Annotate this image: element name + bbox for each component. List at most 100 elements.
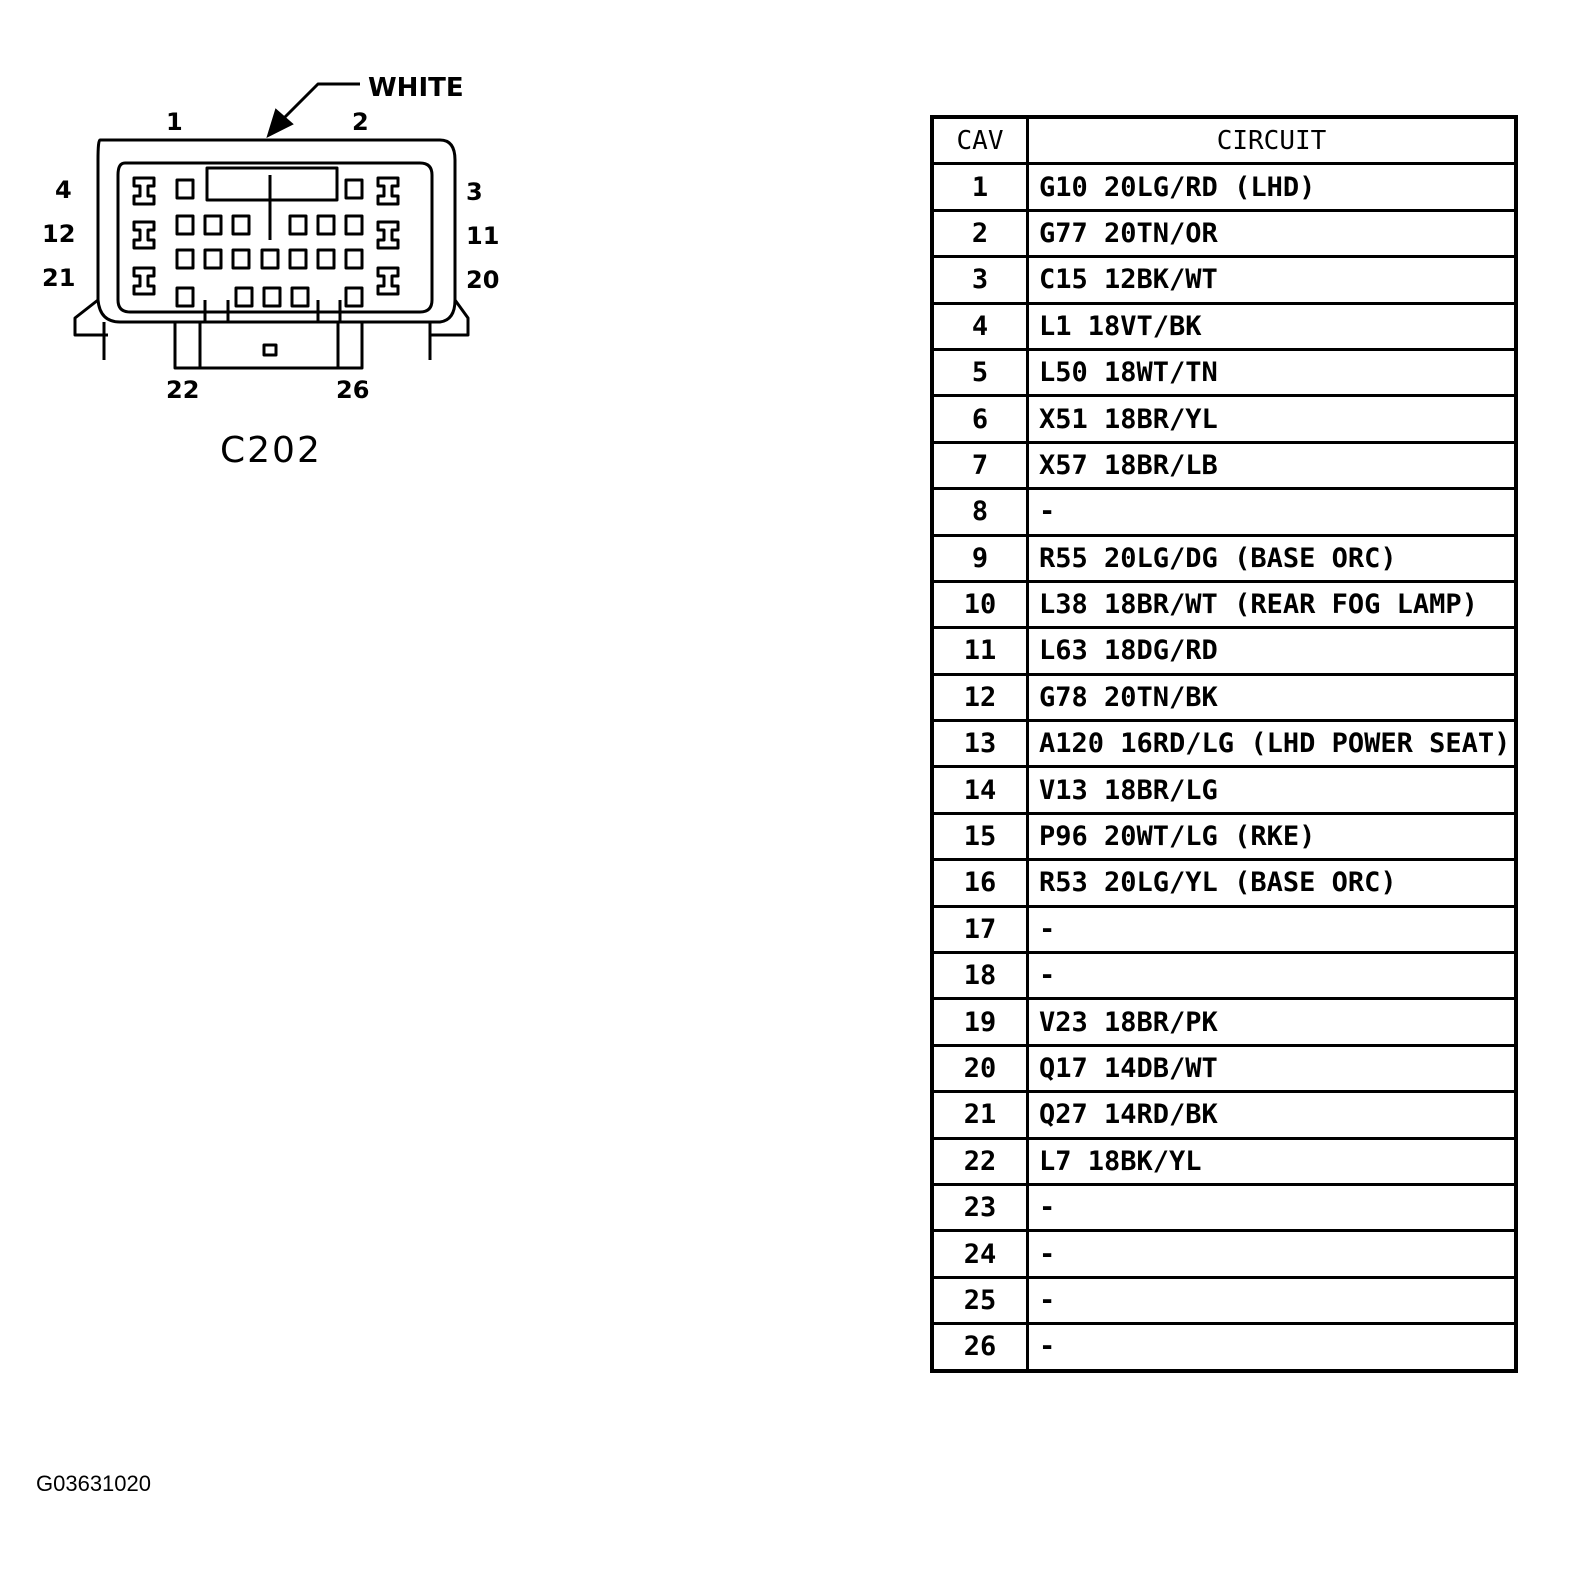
key-slot: [205, 166, 339, 202]
cavity: [175, 178, 195, 200]
cav-cell: 26: [930, 1322, 1029, 1373]
circuit-cell: Q27 14RD/BK: [1026, 1090, 1518, 1140]
circuit-cell: G10 20LG/RD (LHD): [1026, 162, 1518, 212]
cavity: [203, 214, 223, 236]
cavity: [132, 266, 156, 296]
circuit-cell: -: [1026, 1275, 1518, 1326]
right-mounting-ear: [430, 299, 470, 337]
circuit-cell: P96 20WT/LG (RKE): [1026, 811, 1518, 862]
pin-label-22: 22: [166, 376, 199, 404]
table-row: 8-: [930, 487, 1518, 537]
cavity: [132, 220, 156, 250]
cavity: [316, 248, 336, 270]
circuit-cell: G77 20TN/OR: [1026, 208, 1518, 259]
table-row: 18-: [930, 951, 1518, 1001]
cav-cell: 25: [930, 1275, 1029, 1326]
cav-cell: 3: [930, 255, 1029, 305]
cav-cell: 24: [930, 1229, 1029, 1279]
cavity: [175, 248, 195, 270]
cav-cell: 4: [930, 301, 1029, 351]
cavity: [260, 248, 280, 270]
cavity: [175, 214, 195, 236]
circuit-cell: -: [1026, 487, 1518, 537]
table-row: 25-: [930, 1275, 1518, 1326]
cavity: [231, 214, 251, 236]
cav-cell: 8: [930, 487, 1029, 537]
circuit-cell: G78 20TN/BK: [1026, 672, 1518, 723]
table-header-row: CAV CIRCUIT: [930, 115, 1518, 166]
table-row: 17-: [930, 904, 1518, 955]
cavity: [288, 214, 308, 236]
circuit-cell: -: [1026, 904, 1518, 955]
left-mounting-ear: [73, 298, 108, 337]
cav-cell: 11: [930, 626, 1029, 676]
cavity: [376, 176, 400, 206]
cavity: [203, 248, 223, 270]
cavity: [376, 220, 400, 250]
table-row: 24-: [930, 1229, 1518, 1279]
connector-housing: [96, 138, 457, 324]
circuit-cell: A120 16RD/LG (LHD POWER SEAT): [1026, 719, 1518, 769]
cav-cell: 15: [930, 811, 1029, 862]
cav-cell: 1: [930, 162, 1029, 212]
circuit-cell: V23 18BR/PK: [1026, 997, 1518, 1047]
cavity: [344, 214, 364, 236]
cav-cell: 18: [930, 951, 1029, 1001]
cav-cell: 9: [930, 533, 1029, 583]
pin-label-26: 26: [336, 376, 369, 404]
circuit-cell: -: [1026, 951, 1518, 1001]
cavity: [376, 266, 400, 296]
circuit-column-header: CIRCUIT: [1026, 115, 1518, 166]
circuit-cell: L7 18BK/YL: [1026, 1136, 1518, 1186]
cavity: [316, 214, 336, 236]
circuit-cell: L38 18BR/WT (REAR FOG LAMP): [1026, 579, 1518, 630]
pin-label-21: 21: [42, 264, 75, 292]
cav-cell: 12: [930, 672, 1029, 723]
circuit-cell: -: [1026, 1229, 1518, 1279]
cav-column-header: CAV: [930, 115, 1029, 166]
cavity: [132, 176, 156, 206]
cavity: [234, 286, 254, 308]
circuit-cell: V13 18BR/LG: [1026, 765, 1518, 815]
circuit-cell: C15 12BK/WT: [1026, 255, 1518, 305]
cavity: [262, 286, 282, 308]
circuit-cell: R55 20LG/DG (BASE ORC): [1026, 533, 1518, 583]
pin-label-3: 3: [466, 178, 483, 206]
cav-cell: 13: [930, 719, 1029, 769]
pin-label-12: 12: [42, 220, 75, 248]
cavity: [288, 248, 308, 270]
pin-label-20: 20: [466, 266, 499, 294]
pin-label-1: 1: [166, 108, 183, 136]
cav-cell: 10: [930, 579, 1029, 630]
cavity: [231, 248, 251, 270]
circuit-cell: L63 18DG/RD: [1026, 626, 1518, 676]
callout-arrowhead: [266, 108, 294, 138]
white-callout-leader: [280, 82, 360, 122]
cav-cell: 14: [930, 765, 1029, 815]
pin-label-2: 2: [352, 108, 369, 136]
cavity: [290, 286, 310, 308]
figure-id: G03631020: [36, 1471, 151, 1496]
table-row: 26-: [930, 1322, 1518, 1373]
connector-name: C202: [220, 430, 322, 471]
cav-cell: 22: [930, 1136, 1029, 1186]
connector-inner-frame: [116, 161, 434, 314]
cav-cell: 16: [930, 858, 1029, 908]
connector-diagram: 1 2 3 4 11 12 20 21 22 26 WHITE C202: [42, 73, 499, 471]
table-row: 23-: [930, 1182, 1518, 1233]
